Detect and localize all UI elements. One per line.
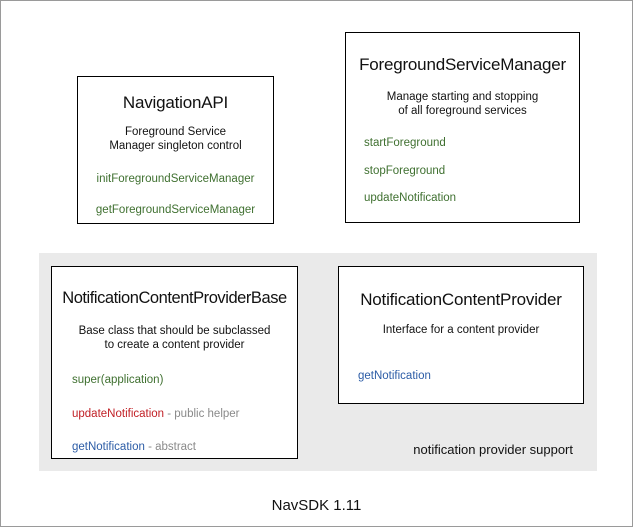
member-name: initForegroundServiceManager [96, 173, 255, 185]
class-description-line: of all foreground services [398, 105, 527, 117]
class-description: Foreground Service Manager singleton con… [78, 125, 273, 153]
class-description: Base class that should be subclassed to … [52, 324, 297, 352]
member-list: startForeground stopForeground updateNot… [364, 137, 457, 205]
member-row[interactable]: stopForeground [364, 164, 456, 178]
class-description-line: to create a content provider [104, 339, 245, 351]
member-row[interactable]: startForeground [364, 137, 456, 150]
member-list: initForegroundServiceManager getForegrou… [78, 173, 273, 217]
class-title: NotificationContentProviderBase [62, 289, 287, 307]
class-box-notification-content-provider[interactable]: NotificationContentProvider Interface fo… [338, 266, 584, 404]
class-description: Interface for a content provider [339, 323, 583, 337]
member-name: super(application) [72, 374, 164, 386]
member-row[interactable]: getNotification - abstract [72, 441, 240, 454]
member-name: getNotification [72, 441, 145, 453]
class-title: NotificationContentProvider [360, 290, 562, 309]
member-row[interactable]: initForegroundServiceManager [78, 173, 273, 186]
class-title: NavigationAPI [122, 93, 229, 112]
member-name: updateNotification [364, 192, 457, 204]
member-row[interactable]: updateNotification [364, 192, 457, 205]
member-name: stopForeground [364, 164, 446, 177]
member-row[interactable]: getForegroundServiceManager [78, 203, 273, 217]
member-list: getNotification [358, 370, 431, 383]
class-description-line: Manage starting and stopping [386, 91, 539, 103]
member-list: super(application) updateNotification - … [72, 374, 240, 454]
member-row[interactable]: updateNotification - public helper [72, 407, 240, 421]
class-description-line: Interface for a content provider [382, 324, 540, 336]
member-name: startForeground [364, 137, 446, 149]
member-name: updateNotification [72, 407, 165, 420]
class-description-line: Manager singleton control [109, 140, 242, 152]
member-name: getForegroundServiceManager [95, 203, 256, 216]
class-description-line: Foreground Service [125, 126, 226, 138]
class-box-foreground-service-manager[interactable]: ForegroundServiceManager Manage starting… [345, 32, 580, 223]
footer-version-label: NavSDK 1.11 [271, 497, 362, 514]
class-description: Manage starting and stopping of all fore… [346, 90, 579, 118]
class-description-line: Base class that should be subclassed [78, 325, 271, 337]
member-note: - abstract [144, 441, 197, 453]
class-box-navigation-api[interactable]: NavigationAPI Foreground Service Manager… [77, 76, 274, 224]
member-name: getNotification [358, 370, 431, 382]
class-title: ForegroundServiceManager [359, 55, 566, 74]
member-row[interactable]: super(application) [72, 374, 240, 387]
member-row[interactable]: getNotification [358, 370, 431, 383]
member-note: - public helper [164, 407, 240, 420]
group-panel-caption: notification provider support [413, 442, 573, 457]
class-box-notification-content-provider-base[interactable]: NotificationContentProviderBase Base cla… [51, 266, 298, 459]
